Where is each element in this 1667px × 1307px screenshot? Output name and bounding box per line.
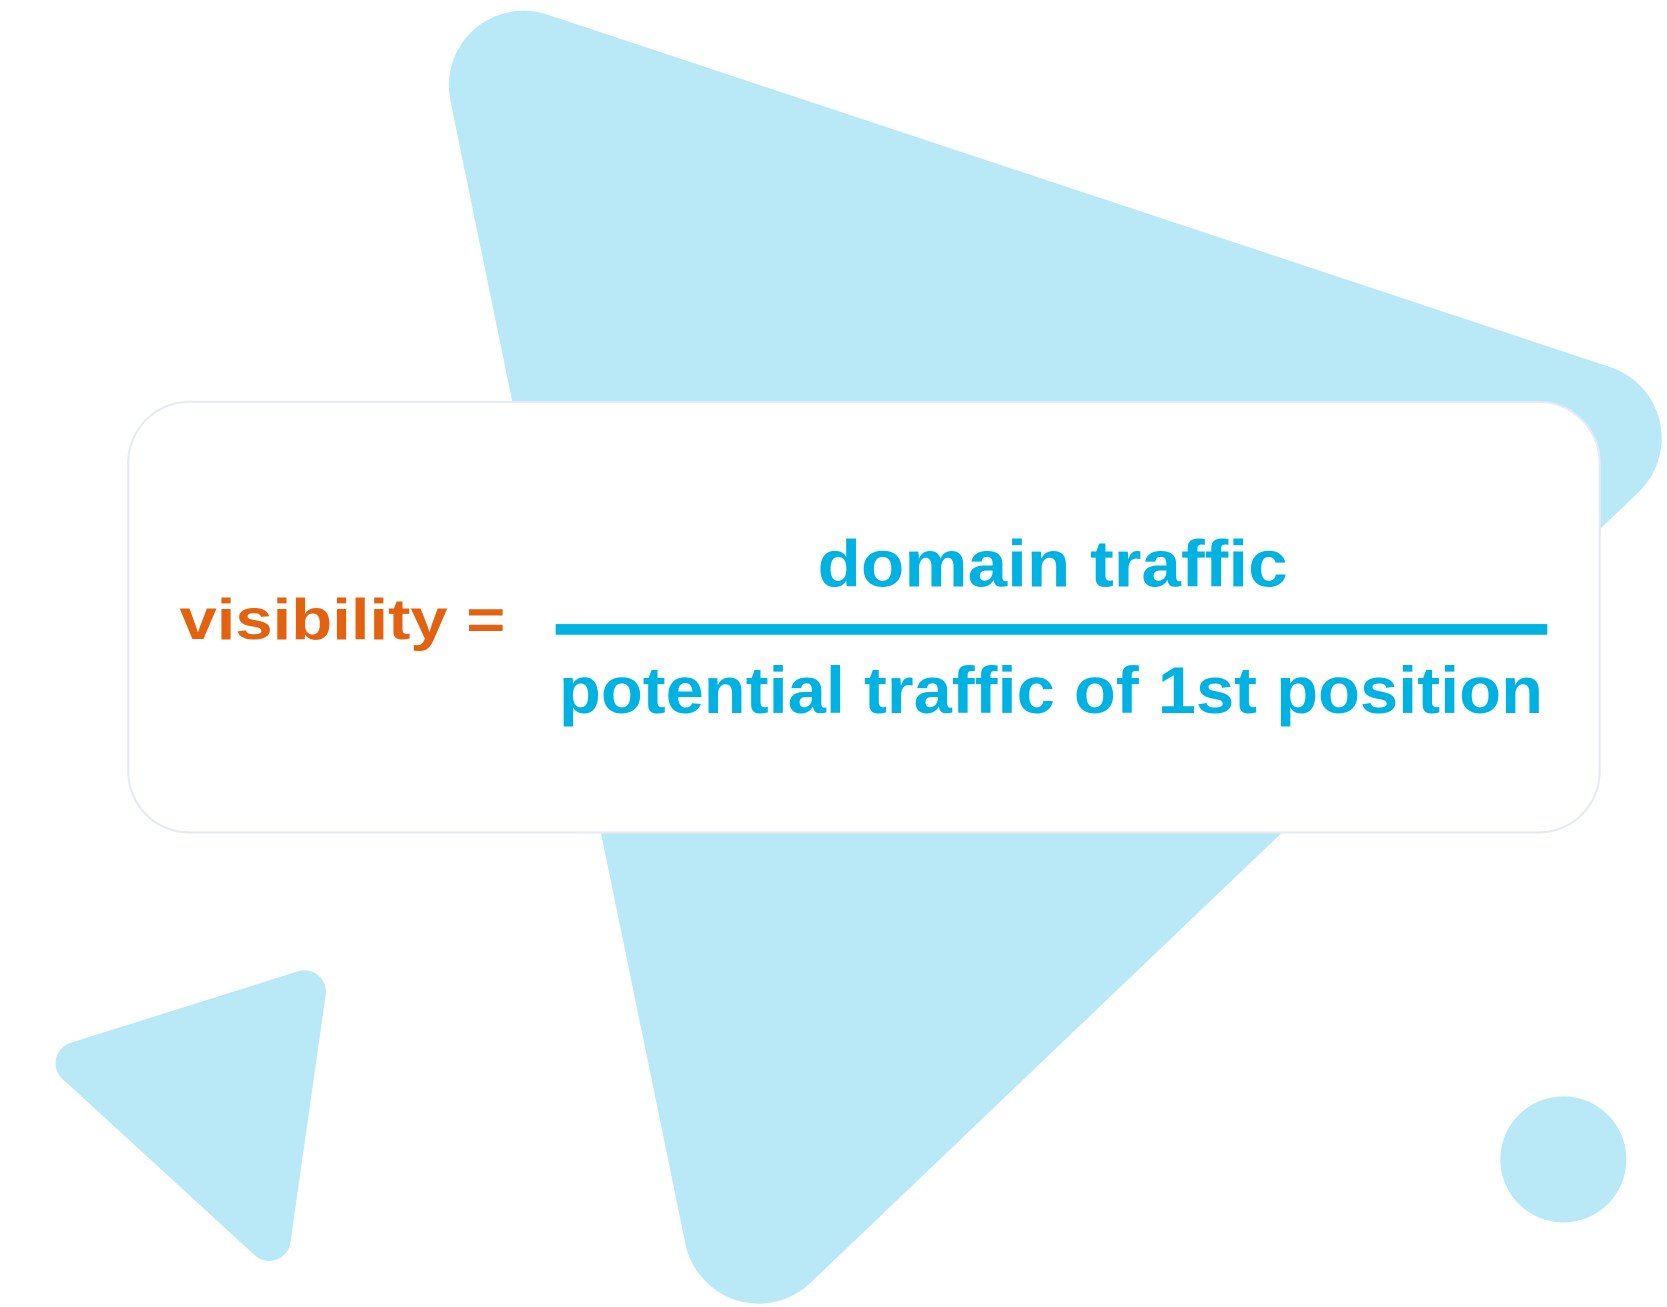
formula-card (127, 400, 1601, 834)
small-triangle-shape (55, 970, 326, 1261)
circle-shape (1500, 1096, 1627, 1223)
formula-lhs: visibility = (180, 588, 506, 652)
formula-numerator: domain traffic (817, 528, 1287, 602)
formula-denominator: potential traffic of 1st position (559, 654, 1543, 728)
fraction-bar (555, 624, 1548, 635)
